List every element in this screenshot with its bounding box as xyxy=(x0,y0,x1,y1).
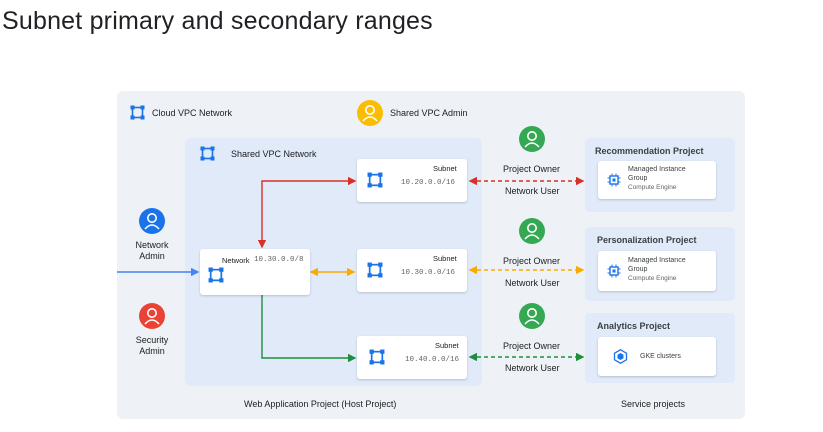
project-owner-avatar xyxy=(519,218,545,244)
analytics-project-box: Analytics Project GKE clusters xyxy=(585,313,735,383)
person-icon xyxy=(524,131,540,148)
person-icon xyxy=(524,223,540,240)
project-owner-label: Project Owner xyxy=(503,164,561,174)
personalization-project-title: Personalization Project xyxy=(597,235,697,245)
network-user-label: Network User xyxy=(505,186,560,196)
slide-title: Subnet primary and secondary ranges xyxy=(2,7,433,35)
network-label: Network xyxy=(222,256,250,265)
service-projects-label: Service projects xyxy=(621,399,686,409)
network-admin-line2: Admin xyxy=(139,251,165,261)
subnet-icon xyxy=(369,349,385,365)
vpc-network-icon xyxy=(130,105,145,120)
project-owner-label: Project Owner xyxy=(503,341,561,351)
compute-engine-label: Compute Engine xyxy=(628,275,677,282)
shared-vpc-admin-label: Shared VPC Admin xyxy=(390,108,468,118)
subnet-card-1: Subnet 10.20.0.0/16 xyxy=(357,159,467,202)
network-icon xyxy=(208,267,224,283)
cloud-vpc-network-label: Cloud VPC Network xyxy=(152,108,233,118)
mig-line2: Group xyxy=(628,175,648,182)
red-link xyxy=(257,176,357,249)
compute-engine-label: Compute Engine xyxy=(628,184,677,191)
subnet-icon xyxy=(367,172,383,188)
person-icon xyxy=(524,308,540,325)
mig-line1: Managed Instance xyxy=(628,257,686,264)
network-user-label: Network User xyxy=(505,278,560,288)
network-card: Network 10.30.0.0/8 xyxy=(200,249,310,295)
subnet-card-2: Subnet 10.30.0.0/16 xyxy=(357,249,467,292)
network-user-label: Network User xyxy=(505,363,560,373)
shared-vpc-icon xyxy=(200,146,215,161)
subnet-label: Subnet xyxy=(433,254,457,263)
shared-vpc-admin-avatar xyxy=(357,100,383,126)
subnet-label: Subnet xyxy=(433,164,457,173)
gke-icon xyxy=(613,349,628,364)
subnet-cidr: 10.40.0.0/16 xyxy=(405,356,460,364)
compute-engine-icon xyxy=(607,173,621,187)
managed-instance-group-card: Managed Instance Group Compute Engine xyxy=(598,161,716,199)
project-owner-label: Project Owner xyxy=(503,256,561,266)
security-admin-line1: Security xyxy=(135,335,169,345)
person-icon xyxy=(362,105,378,122)
network-admin-line1: Network xyxy=(135,240,169,250)
shared-vpc-network-label: Shared VPC Network xyxy=(231,149,317,159)
network-admin-avatar xyxy=(139,208,165,234)
analytics-project-title: Analytics Project xyxy=(597,321,671,331)
mig-line1: Managed Instance xyxy=(628,166,686,173)
gke-clusters-label: GKE clusters xyxy=(640,353,681,360)
recommendation-project-box: Recommendation Project Managed Instance … xyxy=(585,138,735,212)
project-owner-avatar xyxy=(519,126,545,152)
subnet-card-3: Subnet 10.40.0.0/16 xyxy=(357,336,467,379)
gke-clusters-card: GKE clusters xyxy=(598,337,716,376)
person-icon xyxy=(144,213,160,230)
personalization-project-box: Personalization Project Managed Instance… xyxy=(585,227,735,301)
managed-instance-group-card: Managed Instance Group Compute Engine xyxy=(598,251,716,291)
subnet-icon xyxy=(367,262,383,278)
subnet-cidr: 10.20.0.0/16 xyxy=(401,179,456,187)
host-project-label: Web Application Project (Host Project) xyxy=(244,399,397,409)
compute-engine-icon xyxy=(607,264,621,278)
person-icon xyxy=(144,308,160,325)
security-admin-avatar xyxy=(139,303,165,329)
subnet-label: Subnet xyxy=(435,341,459,350)
security-admin-line2: Admin xyxy=(139,346,165,356)
project-owner-avatar xyxy=(519,303,545,329)
green-link xyxy=(257,277,357,363)
mig-line2: Group xyxy=(628,266,648,273)
subnet-cidr: 10.30.0.0/16 xyxy=(401,269,456,277)
network-cidr: 10.30.0.0/8 xyxy=(254,256,304,264)
recommendation-project-title: Recommendation Project xyxy=(595,146,704,156)
